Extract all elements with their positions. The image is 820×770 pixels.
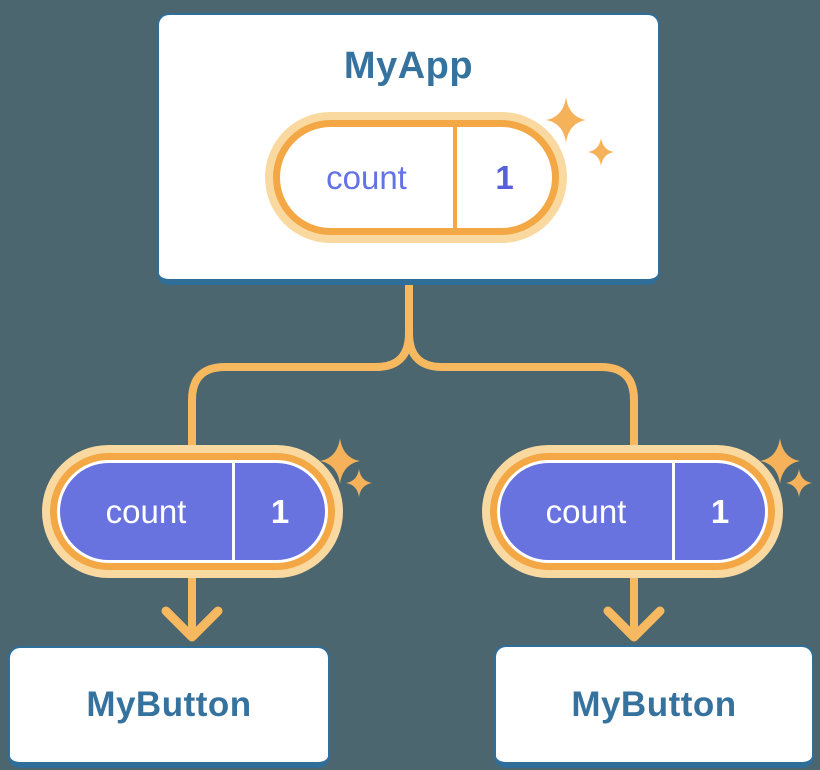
state-value: 1: [270, 492, 290, 530]
state-pill-root: count 1: [265, 112, 567, 243]
pill-divider: [453, 127, 457, 228]
state-pill-child-left: count 1: [42, 445, 343, 578]
state-value: 1: [495, 158, 514, 196]
component-node-mybutton-left: MyButton: [8, 646, 330, 768]
component-title: MyApp: [343, 45, 474, 87]
sparkle-icon: [760, 438, 800, 484]
sparkle-icon: [320, 438, 360, 484]
sparkle-icon: [786, 469, 812, 497]
state-pill-body: count 1: [280, 127, 552, 228]
component-title: MyButton: [86, 685, 252, 724]
arrow-head-down-icon: [603, 606, 665, 642]
arrow-head-down-icon: [161, 606, 223, 642]
state-label: count: [326, 158, 407, 196]
sparkle-icon: [588, 138, 614, 166]
state-pill-child-right: count 1: [482, 445, 783, 578]
branch-line-left: [188, 283, 413, 448]
branch-line-right: [405, 283, 638, 448]
state-label: count: [105, 492, 187, 530]
state-pill-body: count 1: [497, 460, 768, 563]
sparkle-icon: [546, 97, 586, 143]
pill-divider: [672, 463, 675, 560]
component-node-mybutton-right: MyButton: [494, 645, 814, 768]
state-value: 1: [710, 492, 730, 530]
state-pill-ring: count 1: [490, 453, 775, 570]
state-pill-body: count 1: [57, 460, 328, 563]
sparkle-icon: [346, 469, 372, 497]
state-pill-ring: count 1: [50, 453, 335, 570]
state-pill-ring: count 1: [273, 120, 559, 235]
pill-divider: [232, 463, 235, 560]
component-title: MyButton: [571, 684, 737, 724]
state-label: count: [545, 492, 627, 530]
